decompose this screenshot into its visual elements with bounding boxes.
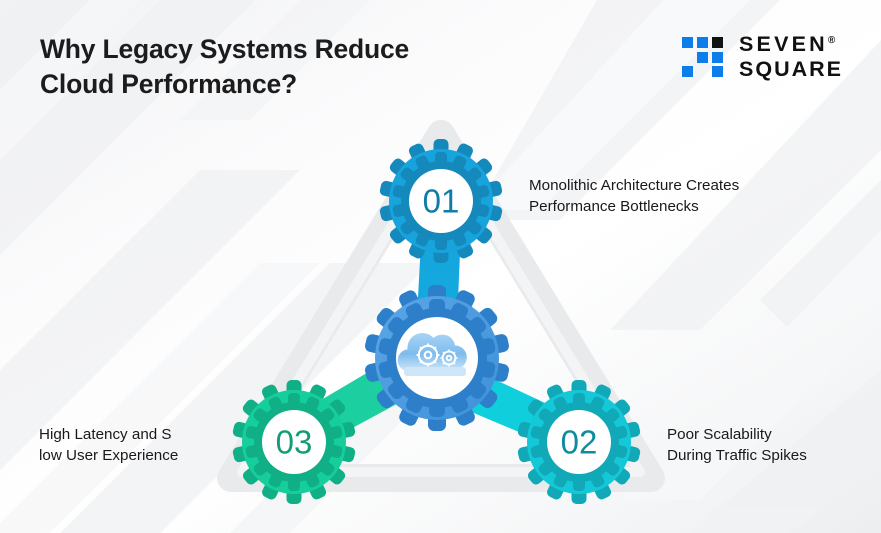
node-03[interactable]: 03 (232, 380, 356, 504)
page-title: Why Legacy Systems Reduce Cloud Performa… (40, 34, 410, 99)
node-01-inner-circle (409, 169, 473, 233)
triangle-backdrop (217, 120, 665, 492)
logo-wordmark: SEVEN® SQUARE (739, 32, 843, 81)
logo-line-1: SEVEN® (739, 32, 843, 56)
node-01-label: Monolithic Architecture Creates Performa… (529, 177, 740, 215)
node-02[interactable]: 02 (517, 380, 641, 504)
header: Why Legacy Systems Reduce Cloud Performa… (0, 0, 881, 115)
logo-text-seven: SEVEN (739, 32, 828, 56)
node-02-number: 02 (561, 424, 598, 461)
brand-logo: SEVEN® SQUARE (682, 33, 843, 81)
gear-small-icon (440, 349, 458, 367)
cloud-with-gears-icon (397, 333, 467, 376)
central-hub[interactable] (364, 285, 510, 431)
node-01[interactable]: 01 (379, 139, 503, 263)
seven-square-squares-mark (682, 37, 726, 77)
gear-large-icon (416, 343, 440, 367)
registered-mark: ® (827, 34, 836, 46)
node-03-label: High Latency and S low User Experience (39, 426, 179, 464)
node-02-inner-circle (547, 410, 611, 474)
logo-line-2: SQUARE (739, 56, 843, 81)
node-02-label: Poor Scalability During Traffic Spikes (667, 426, 807, 464)
node-03-inner-circle (262, 410, 326, 474)
node-01-number: 01 (423, 183, 460, 220)
node-03-number: 03 (276, 424, 313, 461)
